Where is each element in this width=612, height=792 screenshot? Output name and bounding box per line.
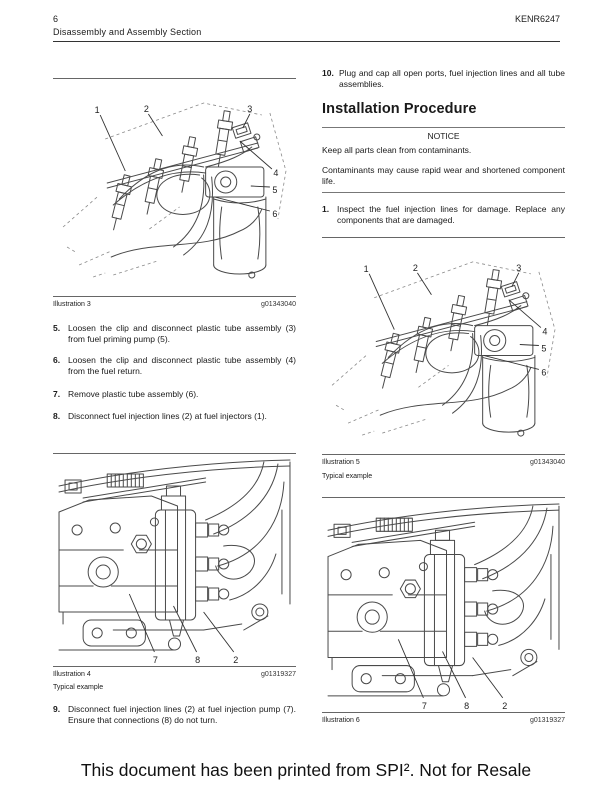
callout-4: 4 — [273, 168, 278, 178]
callout-8: 8 — [195, 655, 200, 665]
notice-paragraph-1: Keep all parts clean from contaminants. — [322, 144, 472, 155]
callout-6: 6 — [541, 367, 546, 377]
step-5-text: Loosen the clip and disconnect plastic t… — [68, 323, 296, 344]
callout-2: 2 — [233, 655, 238, 665]
fuel-lines-drawing: 1 2 3 4 5 6 — [62, 102, 287, 279]
notice-paragraph-2: Contaminants may cause rapid wear and sh… — [322, 165, 565, 186]
step-6-text: Loosen the clip and disconnect plastic t… — [68, 355, 296, 376]
callout-5: 5 — [541, 344, 546, 354]
illustration-5-note: Typical example — [322, 473, 373, 480]
callout-3: 3 — [247, 104, 252, 114]
callout-7: 7 — [422, 701, 427, 711]
fuel-lines-drawing: 1 2 3 4 5 6 — [331, 261, 556, 437]
callout-8: 8 — [464, 701, 469, 711]
illustration-5-caption: Illustration 5 g01343040 — [322, 459, 565, 466]
step-6: 6. Loosen the clip and disconnect plasti… — [53, 355, 296, 376]
step-10-text: Plug and cap all open ports, fuel inject… — [339, 68, 565, 89]
step-6-number: 6. — [53, 355, 61, 365]
step-8-number: 8. — [53, 411, 61, 421]
callout-5: 5 — [272, 185, 277, 195]
step-7: 7. Remove plastic tube assembly (6). — [53, 389, 296, 400]
illustration-6-label: Illustration 6 — [322, 717, 360, 724]
step-7-text: Remove plastic tube assembly (6). — [68, 389, 199, 399]
injection-pump-drawing: 7 8 2 — [58, 459, 291, 665]
section-title: Disassembly and Assembly Section — [53, 27, 202, 37]
document-code: KENR6247 — [514, 14, 560, 24]
step-7-number: 7. — [53, 389, 61, 399]
step-8: 8. Disconnect fuel injection lines (2) a… — [53, 411, 296, 422]
illustration-5-label: Illustration 5 — [322, 459, 360, 466]
callout-2: 2 — [502, 701, 507, 711]
illustration-6-id: g01319327 — [529, 717, 565, 724]
illustration-4-caption: Illustration 4 g01319327 — [53, 671, 296, 678]
notice-title: NOTICE — [427, 131, 460, 141]
illustration-3-caption: Illustration 3 g01343040 — [53, 301, 296, 308]
step-8-text: Disconnect fuel injection lines (2) at f… — [68, 411, 267, 421]
page-number: 6 — [53, 14, 59, 24]
illustration-4-id: g01319327 — [260, 671, 296, 678]
callout-7: 7 — [153, 655, 158, 665]
illustration-5-figure: 1 2 3 4 5 6 — [322, 237, 565, 455]
illustration-4-figure: 7 8 2 — [53, 453, 296, 667]
header-rule — [53, 41, 560, 42]
step-5: 5. Loosen the clip and disconnect plasti… — [53, 323, 296, 344]
step-9: 9. Disconnect fuel injection lines (2) a… — [53, 704, 296, 725]
notice-box: NOTICE Keep all parts clean from contami… — [322, 127, 565, 193]
step-9-text: Disconnect fuel injection lines (2) at f… — [68, 704, 296, 725]
illustration-6-figure: 7 8 2 — [322, 497, 565, 713]
illustration-5-id: g01343040 — [529, 459, 565, 466]
injection-pump-drawing: 7 8 2 — [327, 503, 560, 711]
callout-4: 4 — [542, 327, 547, 337]
callout-2: 2 — [413, 263, 418, 273]
step-1: 1. Inspect the fuel injection lines for … — [322, 204, 565, 225]
step-1-text: Inspect the fuel injection lines for dam… — [337, 204, 565, 225]
step-1-number: 1. — [322, 204, 330, 214]
callout-6: 6 — [272, 209, 277, 219]
callout-1: 1 — [364, 264, 369, 274]
step-10-number: 10. — [322, 68, 334, 78]
callout-3: 3 — [516, 263, 521, 273]
step-5-number: 5. — [53, 323, 61, 333]
callout-2: 2 — [144, 104, 149, 114]
illustration-6-caption: Illustration 6 g01319327 — [322, 717, 565, 724]
step-9-number: 9. — [53, 704, 61, 714]
illustration-4-note: Typical example — [53, 684, 104, 691]
illustration-3-id: g01343040 — [260, 301, 296, 308]
callout-1: 1 — [95, 105, 100, 115]
step-10: 10. Plug and cap all open ports, fuel in… — [322, 68, 565, 89]
illustration-3-label: Illustration 3 — [53, 301, 91, 308]
illustration-4-label: Illustration 4 — [53, 671, 91, 678]
footer-text: This document has been printed from SPI²… — [80, 760, 532, 780]
illustration-3-figure: 1 2 3 4 5 6 — [53, 78, 296, 297]
installation-procedure-heading: Installation Procedure — [322, 101, 477, 117]
